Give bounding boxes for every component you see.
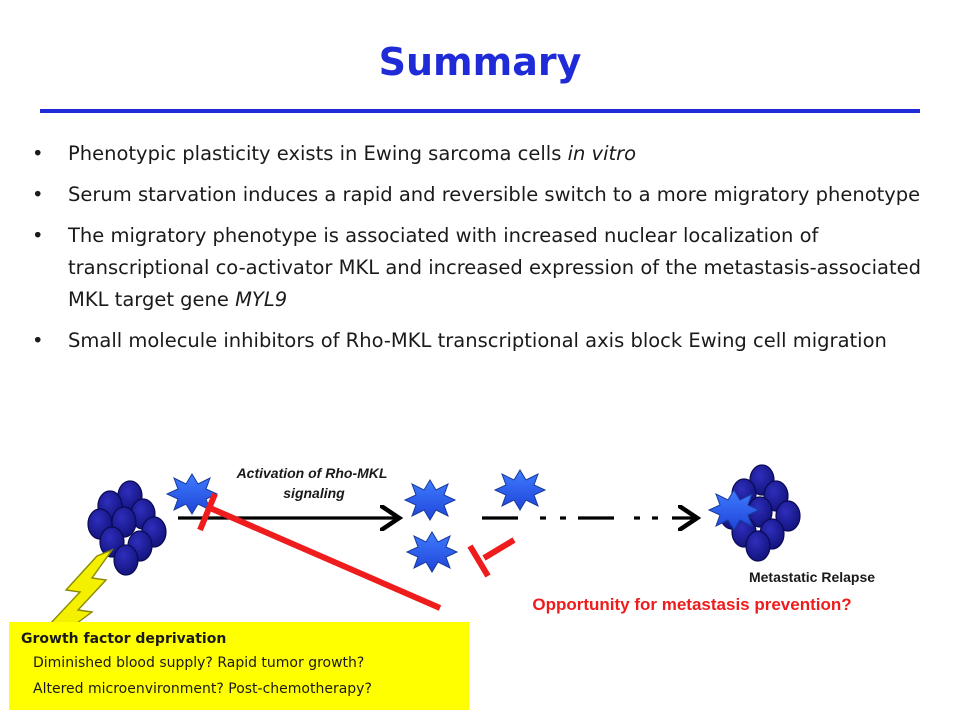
bullet-item: • Serum starvation induces a rapid and re… xyxy=(32,179,932,211)
bullet-text: The migratory phenotype is associated wi… xyxy=(68,224,921,311)
bullet-item: • The migratory phenotype is associated w… xyxy=(32,220,932,316)
bullet-text: Phenotypic plasticity exists in Ewing sa… xyxy=(68,142,636,165)
growth-factor-cause-line: Altered microenvironment? Post-chemother… xyxy=(33,681,372,697)
slide-title: Summary xyxy=(378,40,582,84)
italic-term: in vitro xyxy=(567,142,637,165)
bullet-item: • Phenotypic plasticity exists in Ewing s… xyxy=(32,138,932,170)
activation-label: signaling xyxy=(283,485,345,501)
migratory-cell-icon xyxy=(707,489,761,531)
italic-term: MYL9 xyxy=(235,288,288,311)
bullet-text-run: Phenotypic plasticity exists in Ewing sa… xyxy=(68,142,568,165)
migratory-cell-icon xyxy=(493,469,547,511)
primary-tumor-cell-cluster-icon xyxy=(87,480,167,576)
bullet-dot: • xyxy=(32,183,44,206)
bullet-text: Serum starvation induces a rapid and rev… xyxy=(68,183,920,206)
bullet-list: • Phenotypic plasticity exists in Ewing s… xyxy=(32,138,932,366)
growth-factor-callout: Growth factor deprivation Diminished blo… xyxy=(9,622,469,710)
migratory-cell-icon xyxy=(403,479,457,521)
inhibition-bar-icon xyxy=(197,492,442,611)
metastatic-relapse-label: Metastatic Relapse xyxy=(749,569,875,585)
title-underline xyxy=(40,109,920,113)
relapse-tumor-cell-cluster-icon xyxy=(719,464,801,562)
bullet-dot: • xyxy=(32,224,44,247)
migratory-cell-icon xyxy=(405,531,459,573)
metastasis-diagram: Activation of Rho-MKL signaling Metastat… xyxy=(37,464,875,653)
opportunity-label: Opportunity for metastasis prevention? xyxy=(532,595,851,614)
bullet-text-run: Serum starvation induces a rapid and rev… xyxy=(68,183,921,206)
growth-factor-cause-line: Diminished blood supply? Rapid tumor gro… xyxy=(33,655,365,671)
growth-factor-title: Growth factor deprivation xyxy=(21,631,227,647)
bullet-text-run: Small molecule inhibitors of Rho-MKL tra… xyxy=(68,329,887,352)
migratory-cell-icon xyxy=(165,473,219,515)
bullet-item: • Small molecule inhibitors of Rho-MKL tr… xyxy=(32,325,932,357)
bullet-text-run: The migratory phenotype is associated wi… xyxy=(68,224,921,311)
bullet-dot: • xyxy=(32,142,44,165)
bullet-dot: • xyxy=(32,329,44,352)
inhibition-bar-icon xyxy=(467,537,516,578)
bullet-text: Small molecule inhibitors of Rho-MKL tra… xyxy=(68,329,887,352)
activation-label: Activation of Rho-MKL xyxy=(236,465,388,481)
